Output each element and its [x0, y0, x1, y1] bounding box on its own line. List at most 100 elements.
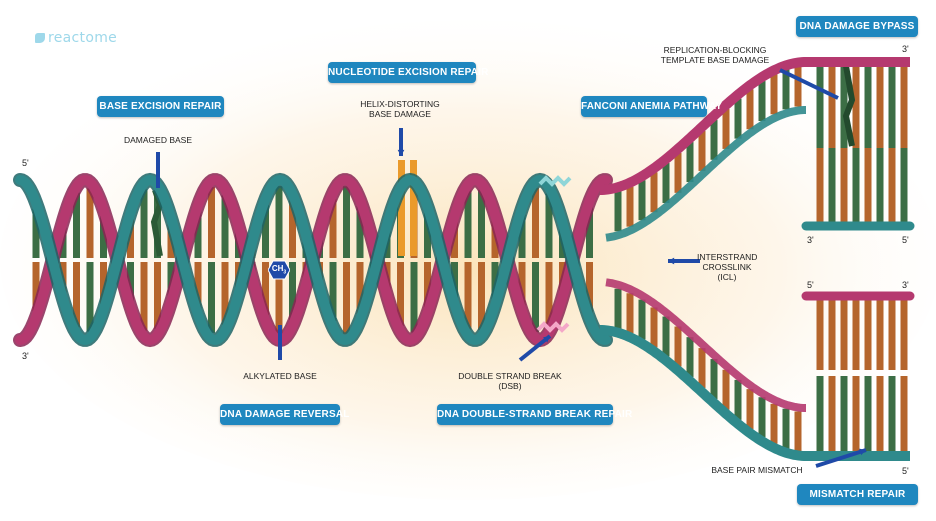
upper-arm-base	[674, 152, 682, 193]
base-pair-upper	[221, 195, 229, 258]
mismatch-new-strand-base	[864, 300, 872, 370]
base-pair-lower	[275, 262, 283, 334]
upper-arm-base	[638, 180, 646, 221]
mismatch-new-strand-base	[816, 300, 824, 370]
helix-distorting-damage-base	[410, 160, 417, 256]
lower-arm-base	[638, 299, 646, 340]
upper-arm-base	[650, 172, 658, 213]
base-pair-upper	[140, 189, 148, 258]
mismatch-new-strand-base	[852, 300, 860, 370]
dna-damage-reversal-label[interactable]: DNA DAMAGE REVERSAL	[220, 404, 349, 425]
lower-right-top-right-end-label: 3'	[902, 280, 909, 290]
base-pair-lower	[586, 262, 593, 313]
helix-distorting-annotation: HELIX-DISTORTING BASE DAMAGE	[340, 99, 460, 119]
icl-arrow-head	[668, 257, 675, 265]
base-pair-lower	[424, 262, 431, 308]
lower-arm-new-strand	[605, 278, 806, 412]
upper-arm-base	[698, 130, 706, 171]
upper-arm-base	[770, 74, 778, 115]
lower-arm-template-strand	[600, 325, 910, 461]
lower-arm-base	[614, 288, 622, 329]
base-pair-upper	[194, 211, 202, 258]
base-pair-lower	[194, 262, 202, 309]
base-pair-lower	[221, 262, 229, 325]
upper-arm-base	[686, 142, 694, 183]
fanconi-anemia-pathway-label[interactable]: FANCONI ANEMIA PATHWAY	[581, 96, 722, 117]
base-pair-upper	[289, 200, 296, 258]
dsb-break-bottom-icon	[536, 321, 570, 333]
upper-right-bottom-left-end-label: 3'	[807, 235, 814, 245]
replication-blocking-annotation: REPLICATION-BLOCKING TEMPLATE BASE DAMAG…	[650, 45, 780, 65]
upper-arm-base	[710, 119, 718, 160]
base-pair-upper	[86, 188, 94, 258]
mismatch-template-base	[840, 376, 848, 452]
lower-arm-base	[758, 397, 766, 438]
mismatch-new-strand-base	[888, 300, 896, 370]
lower-right-bottom-end-label: 5'	[902, 466, 909, 476]
helix-distorting-line-2: BASE DAMAGE	[369, 109, 431, 119]
mismatch-new-strand-base	[876, 300, 884, 370]
lower-arm-base	[782, 408, 790, 449]
upper-arm-base	[746, 89, 754, 130]
base-pair-lower	[262, 262, 269, 316]
bypass-template-base	[852, 66, 860, 150]
upper-arm-new-strand	[605, 106, 806, 242]
mismatch-repair-label[interactable]: MISMATCH REPAIR	[797, 484, 918, 505]
bypass-new-strand-base	[840, 148, 848, 222]
base-pair-upper	[478, 189, 485, 258]
base-pair-lower	[464, 262, 472, 330]
base-pair-upper	[586, 207, 593, 258]
base-pair-lower	[478, 262, 485, 331]
mismatch-arrow	[815, 448, 867, 468]
mismatch-new-strand-base	[828, 300, 836, 370]
interstrand-crosslink-line-1: INTERSTRAND	[697, 252, 758, 262]
base-pair-lower	[127, 262, 134, 302]
interstrand-crosslink-annotation: INTERSTRAND CROSSLINK (ICL)	[697, 252, 757, 282]
base-pair-mismatch-annotation: BASE PAIR MISMATCH	[711, 465, 803, 475]
lower-arm-base	[662, 316, 670, 357]
base-excision-repair-label[interactable]: BASE EXCISION REPAIR	[97, 96, 224, 117]
base-pair-lower	[410, 262, 418, 333]
upper-arm-base	[734, 98, 742, 139]
bypass-new-strand-base	[888, 148, 896, 222]
replication-blocking-damaged-base	[842, 65, 856, 147]
base-pair-lower	[86, 262, 94, 332]
interstrand-crosslink-line-2: CROSSLINK	[702, 262, 752, 272]
lower-arm-base	[710, 359, 718, 400]
mismatch-new-strand-base	[840, 300, 848, 370]
base-pair-upper	[262, 204, 269, 258]
dsb-arrow-head	[543, 336, 550, 343]
mismatch-template-base	[816, 376, 824, 452]
lower-arm-base	[734, 379, 742, 420]
interstrand-crosslink-line-3: (ICL)	[717, 272, 737, 282]
left-bottom-end-label: 3'	[22, 351, 29, 361]
helix-distorting-damage-base	[398, 160, 405, 256]
methyl-subscript: 3	[283, 269, 287, 276]
damaged-base-annotation: DAMAGED BASE	[123, 135, 193, 145]
helix-damage-arrow-head	[397, 149, 405, 156]
reactome-logo-icon	[35, 33, 45, 43]
lower-arm-base	[794, 411, 802, 452]
lower-arm-base	[626, 293, 634, 334]
base-pair-lower	[343, 262, 350, 334]
base-pair-lower	[100, 262, 107, 305]
dna-double-strand-break-repair-label[interactable]: DNA DOUBLE-STRAND BREAK REPAIR	[437, 404, 632, 425]
base-pair-lower	[518, 262, 526, 306]
bypass-template-base	[840, 66, 848, 150]
mismatch-template-base	[852, 376, 860, 452]
base-pair-upper	[343, 186, 350, 258]
nucleotide-excision-repair-label[interactable]: NUCLEOTIDE EXCISION REPAIR	[328, 62, 488, 83]
base-pair-upper	[545, 193, 553, 258]
base-pair-lower	[32, 262, 40, 312]
bypass-new-strand-base	[900, 148, 908, 222]
double-strand-break-line-2: (DSB)	[498, 381, 522, 391]
lower-arm-base	[770, 403, 778, 444]
teal-strand	[15, 174, 611, 345]
base-pair-lower	[208, 262, 215, 333]
base-pair-lower	[154, 262, 161, 329]
bypass-new-strand-base	[828, 148, 836, 222]
upper-arm-base	[626, 186, 634, 227]
dna-damage-bypass-label[interactable]: DNA DAMAGE BYPASS	[796, 16, 918, 37]
mismatch-template-base	[864, 376, 872, 452]
